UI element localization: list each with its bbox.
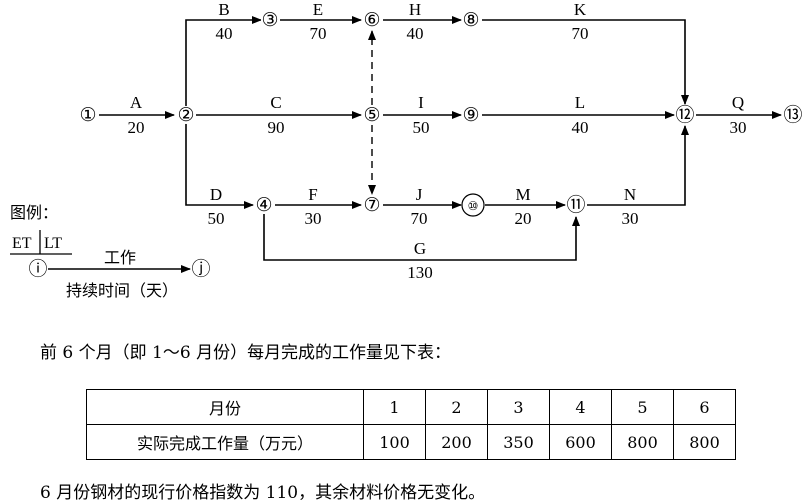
activity-name-b: B	[218, 0, 229, 19]
legend-node-i: ⓘ	[28, 258, 47, 280]
table-value-cell: 200	[425, 424, 488, 460]
activity-duration-a: 20	[128, 118, 145, 137]
node-5: ⑤	[363, 105, 381, 126]
table-value-cell: 100	[363, 424, 426, 460]
activity-duration-f: 30	[305, 209, 322, 228]
activity-name-h: H	[409, 0, 421, 19]
table-month-cell: 3	[487, 389, 550, 425]
node-8: ⑧	[462, 10, 480, 31]
activity-duration-g: 130	[407, 263, 433, 282]
activity-duration-m: 20	[515, 209, 532, 228]
node-2-label: ②	[177, 105, 194, 126]
activity-duration-j: 70	[411, 209, 428, 228]
node-8-label: ⑧	[462, 10, 479, 31]
activity-duration-l: 40	[572, 118, 589, 137]
activity-name-q: Q	[732, 93, 744, 112]
table-month-cell: 6	[673, 389, 736, 425]
node-9-label: ⑨	[462, 105, 479, 126]
node-10: ⑩	[461, 193, 485, 217]
activity-name-c: C	[270, 93, 281, 112]
activity-duration-n: 30	[622, 209, 639, 228]
activity-arrow-k	[482, 19, 689, 105]
activity-name-i: I	[418, 93, 424, 112]
table-value-cell: 350	[487, 424, 550, 460]
intro-text: 前 6 个月（即 1～6 月份）每月完成的工作量见下表：	[40, 343, 452, 363]
activity-name-j: J	[416, 185, 423, 204]
activity-duration-e: 70	[310, 24, 327, 43]
node-12: ⑫	[675, 104, 694, 126]
activity-name-n: N	[624, 185, 636, 204]
activity-name-f: F	[308, 185, 317, 204]
activity-name-d: D	[210, 185, 222, 204]
table-month-cell: 5	[611, 389, 674, 425]
table-month-cell: 4	[549, 389, 612, 425]
table-value-cell: 600	[549, 424, 612, 460]
node-13: ⑬	[783, 104, 802, 126]
price-index-note: 6 月份钢材的现行价格指数为 110，其余材料价格无变化。	[40, 483, 486, 503]
node-12-label: ⑫	[675, 104, 694, 126]
legend-title: 图例：	[10, 204, 58, 222]
legend: 图例： ET LT ⓘ ⓙ 工作 持续时间（天）	[10, 204, 211, 300]
node-7: ⑦	[363, 195, 381, 216]
network-diagram: A 20 B 40 C 90 D 50 E 70 F 30 G 130 H 40…	[10, 0, 803, 300]
legend-work-label: 工作	[104, 249, 136, 267]
node-6-label: ⑥	[363, 10, 380, 31]
activity-duration-b: 40	[216, 24, 233, 43]
node-4-label: ④	[255, 195, 272, 216]
legend-lt-label: LT	[44, 235, 62, 252]
legend-et-label: ET	[12, 235, 32, 252]
workload-table: 月份 1 2 3 4 5 6 实际完成工作量（万元） 100 200 350 6…	[86, 389, 736, 460]
activity-arrow-n	[587, 125, 689, 206]
node-1: ①	[79, 105, 97, 126]
table-value-cell: 800	[611, 424, 674, 460]
node-11-label: ⑪	[566, 194, 585, 216]
node-6: ⑥	[363, 10, 381, 31]
table-month-cell: 2	[425, 389, 488, 425]
activity-arrow-b	[185, 16, 262, 107]
legend-duration-label: 持续时间（天）	[66, 282, 178, 300]
table-row-values: 实际完成工作量（万元） 100 200 350 600 800 800	[86, 424, 736, 460]
node-4: ④	[255, 195, 273, 216]
activity-name-g: G	[414, 239, 426, 258]
activity-name-m: M	[515, 185, 530, 204]
node-13-label: ⑬	[783, 104, 802, 126]
node-7-label: ⑦	[363, 195, 380, 216]
activity-name-e: E	[313, 0, 323, 19]
table-row-label: 实际完成工作量（万元）	[86, 424, 364, 460]
node-1-label: ①	[79, 105, 96, 126]
activity-name-a: A	[130, 93, 143, 112]
table-header-month: 月份	[86, 389, 364, 425]
activity-duration-i: 50	[413, 118, 430, 137]
activity-name-k: K	[574, 0, 587, 19]
activity-arrow-d	[185, 123, 254, 209]
node-3-label: ③	[261, 10, 278, 31]
activity-duration-c: 90	[268, 118, 285, 137]
node-5-label: ⑤	[363, 105, 380, 126]
table-value-cell: 800	[673, 424, 736, 460]
node-10-label: ⑩	[468, 199, 479, 213]
activity-arrow-g	[263, 214, 580, 261]
node-11: ⑪	[566, 194, 585, 216]
activity-duration-h: 40	[407, 24, 424, 43]
activity-duration-q: 30	[730, 118, 747, 137]
activity-duration-d: 50	[208, 209, 225, 228]
node-3: ③	[261, 10, 279, 31]
activity-name-l: L	[575, 93, 585, 112]
table-month-cell: 1	[363, 389, 426, 425]
node-9: ⑨	[462, 105, 480, 126]
node-2: ②	[177, 105, 195, 126]
activity-duration-k: 70	[572, 24, 589, 43]
legend-node-j: ⓙ	[191, 258, 210, 280]
table-row-months: 月份 1 2 3 4 5 6	[86, 389, 736, 425]
